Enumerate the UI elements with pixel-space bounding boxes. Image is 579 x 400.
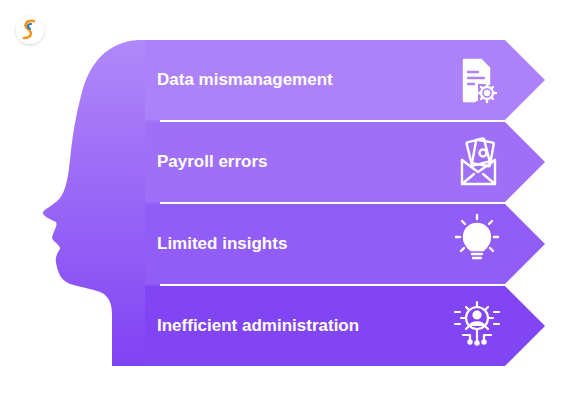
band-label: Limited insights [145, 234, 287, 254]
band-label: Payroll errors [145, 152, 268, 172]
band-label: Inefficient administration [145, 316, 359, 336]
chevron-band: Payroll errors [145, 122, 545, 202]
chevron-band: Limited insights [145, 204, 545, 284]
chevron-band: Data mismanagement [145, 40, 545, 120]
band-label: Data mismanagement [145, 70, 333, 90]
chevron-band: Inefficient administration [145, 286, 545, 366]
light-bulb-icon [456, 215, 498, 258]
money-envelope-icon [462, 138, 495, 184]
document-gear-icon [464, 60, 496, 102]
gear-person-icon [455, 302, 499, 345]
logo [16, 16, 44, 44]
head-profile [43, 40, 160, 366]
